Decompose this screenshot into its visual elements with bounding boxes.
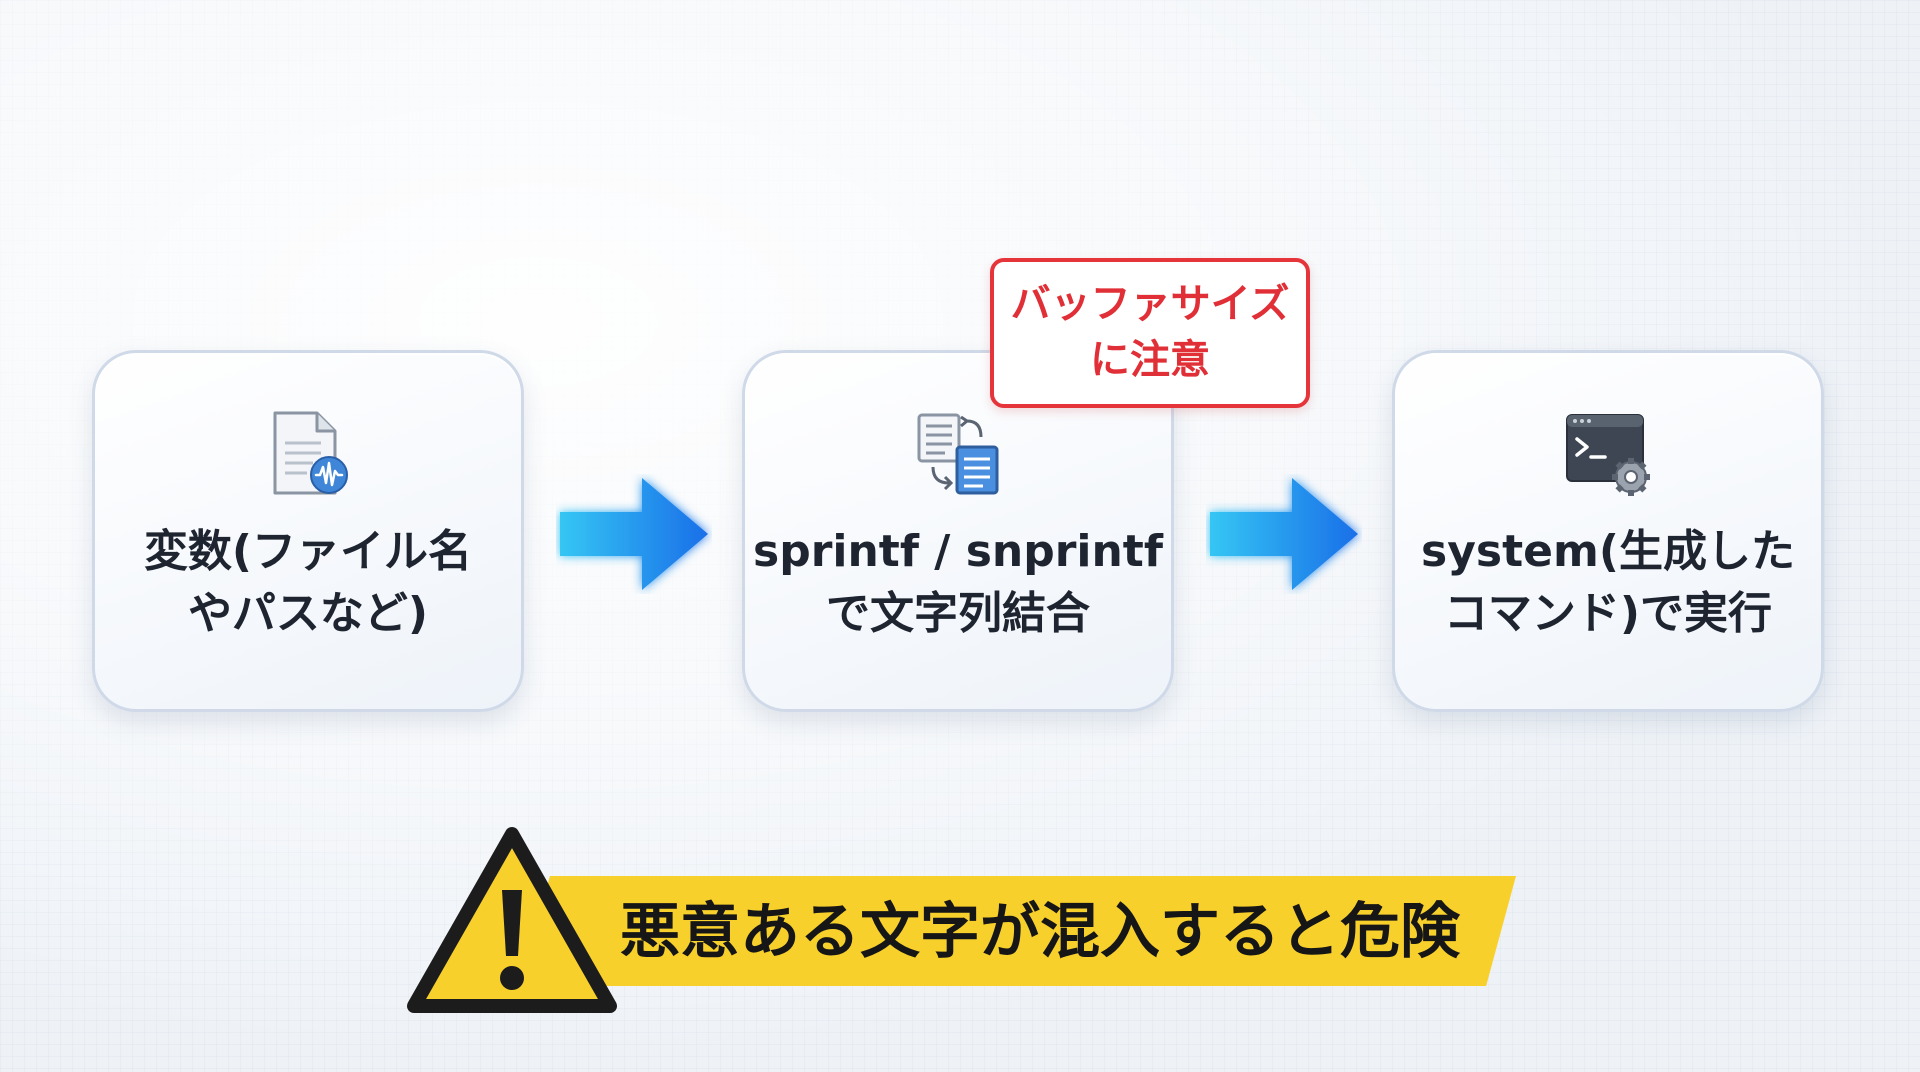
step-card-system: system(生成した コマンド)で実行 xyxy=(1392,350,1824,712)
terminal-gear-icon xyxy=(1566,414,1650,496)
step-card-sprintf: sprintf / snprintf で文字列結合 xyxy=(742,350,1174,712)
document-transfer-icon xyxy=(917,413,999,495)
warning-triangle-icon xyxy=(407,827,617,1013)
step-card-variables: 変数(ファイル名 やパスなど) xyxy=(92,350,524,712)
warning-text: 悪意ある文字が混入すると危険 xyxy=(620,897,1460,967)
buffer-size-callout: バッファサイズ に注意 xyxy=(990,258,1310,408)
step-label: sprintf / snprintf で文字列結合 xyxy=(753,526,1163,639)
document-waveform-icon xyxy=(273,411,348,495)
warning-banner xyxy=(520,876,1516,986)
step-label: 変数(ファイル名 やパスなど) xyxy=(143,526,473,639)
flow-arrow-right-icon xyxy=(560,478,708,590)
step-label: system(生成した コマンド)で実行 xyxy=(1421,526,1795,639)
flow-arrow-right-icon xyxy=(1210,478,1358,590)
